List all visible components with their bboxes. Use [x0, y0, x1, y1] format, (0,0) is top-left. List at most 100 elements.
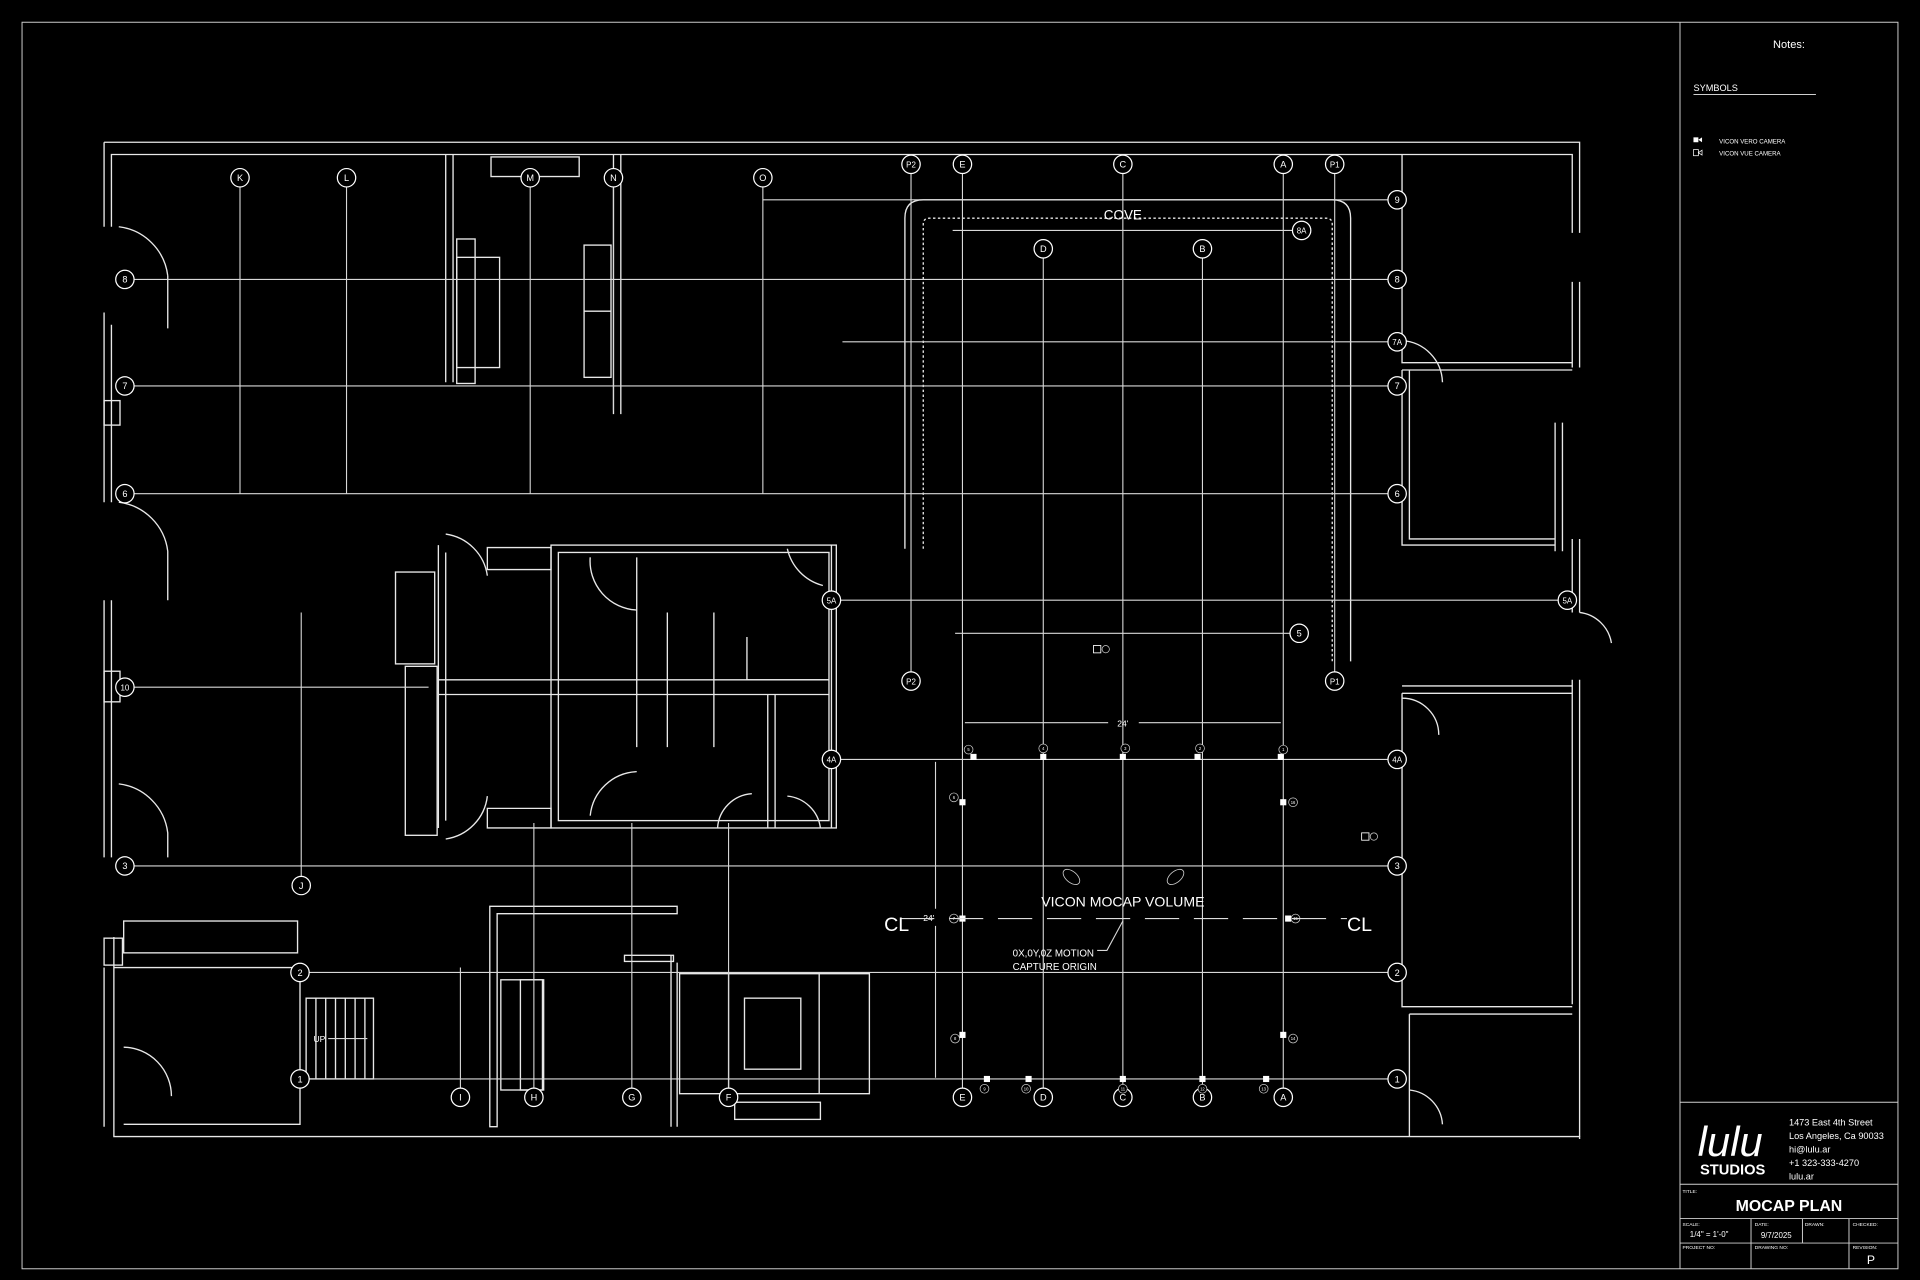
grid-label: H	[531, 1093, 538, 1103]
vicon-vero-camera-icon: 12	[1197, 1075, 1208, 1094]
notes-label: Notes:	[1773, 39, 1805, 51]
volume-label: VICON MOCAP VOLUME	[1041, 893, 1204, 909]
camera-number: 5	[967, 747, 970, 752]
grid-bubble: 8A	[1291, 220, 1312, 241]
sheet-border	[21, 21, 1899, 1270]
light-stand-icon	[1166, 868, 1185, 885]
grid-bubble: 10	[115, 677, 135, 697]
grid-bubble: 6	[115, 483, 135, 504]
dimension-width: 24'	[964, 718, 1281, 728]
grid-label: 3	[122, 861, 127, 871]
grid-label: K	[237, 173, 244, 183]
address-website: lulu.ar	[1789, 1171, 1814, 1181]
vicon-vero-camera-icon: 8	[950, 1031, 966, 1044]
grid-bubble: 7A	[1387, 332, 1407, 352]
grid-bubble: G	[622, 1087, 642, 1108]
grid-label: C	[1120, 160, 1127, 170]
grid-label: 9	[1395, 195, 1400, 205]
stair-label: UP	[313, 1034, 325, 1044]
grid-label: P1	[1330, 161, 1340, 170]
grid-label: 8A	[1297, 227, 1307, 236]
grid-bubble: 5A	[821, 590, 842, 610]
camera-number: 13	[1261, 1086, 1266, 1091]
date-value: 9/7/2025	[1761, 1231, 1792, 1240]
grid-label: 8	[1395, 275, 1400, 285]
grid-label: 1	[1395, 1074, 1400, 1084]
grid-bubble: 7	[115, 376, 135, 396]
logo-word: STUDIOS	[1700, 1162, 1765, 1178]
grid-label: 8	[122, 275, 127, 285]
grid-label: 2	[1395, 968, 1400, 978]
symbol-label: VICON VERO CAMERA	[1719, 138, 1786, 145]
grid-label: 4A	[827, 756, 837, 765]
grid-label: 5A	[827, 597, 837, 606]
grid-bubble: 5A	[1557, 590, 1578, 610]
camera-number: 1	[1282, 747, 1285, 752]
vicon-vero-camera-icon: 1	[1277, 744, 1289, 760]
scale-value: 1/4" = 1'-0"	[1690, 1230, 1729, 1239]
grid-bubble: J	[291, 875, 312, 896]
grid-label: B	[1199, 244, 1205, 254]
grid-bubble: K	[230, 167, 250, 188]
vicon-vero-camera-icon: 9	[979, 1075, 990, 1094]
camera-number: 9	[983, 1086, 986, 1091]
grid-bubble: 6	[1387, 483, 1407, 504]
grid-bubble: 1	[1387, 1069, 1407, 1089]
camera-layout: 12345678910111213141516	[949, 645, 1378, 1094]
grid-label: J	[299, 881, 304, 891]
grid-bubble: E	[952, 154, 973, 175]
grid-bubble: H	[524, 1087, 544, 1108]
origin-label: CAPTURE ORIGIN	[1013, 962, 1097, 973]
grid-bubble: 2	[1387, 962, 1407, 983]
grid-label: C	[1120, 1093, 1127, 1103]
cove-label: COVE	[1104, 207, 1142, 222]
grid-label: A	[1280, 1093, 1287, 1103]
grid-bubble: D	[1033, 238, 1054, 259]
grid-bubble: A	[1273, 1087, 1294, 1108]
light-stand-icon	[1062, 868, 1081, 885]
grid-bubble: E	[952, 1087, 973, 1108]
grid-bubble: 4A	[821, 749, 842, 770]
dimension-width-text: 24'	[1117, 718, 1129, 728]
symbol-label: VICON VUE CAMERA	[1719, 151, 1781, 158]
grid-label: A	[1280, 160, 1287, 170]
drawing-no-label: DRAWING NO:	[1755, 1245, 1788, 1251]
grid-bubble: L	[336, 167, 357, 188]
address-line: Los Angeles, Ca 90033	[1789, 1131, 1884, 1141]
grid-label: 10	[120, 683, 129, 692]
grid-label: E	[959, 1093, 965, 1103]
camera-number: 4	[1042, 746, 1045, 751]
grid-bubble: 8	[1387, 269, 1407, 290]
grid-label: 2	[297, 968, 302, 978]
title-label: TITLE:	[1682, 1189, 1697, 1195]
grid-label: D	[1040, 244, 1047, 254]
grid-bubble: 7	[1387, 376, 1407, 396]
grid-label: P2	[906, 677, 916, 686]
grid-bubble: 8	[115, 269, 135, 290]
grid-bubble: 1	[290, 1069, 310, 1089]
camera-number: 12	[1200, 1086, 1205, 1091]
origin-leader	[1097, 920, 1124, 951]
camera-number: 3	[1124, 746, 1127, 751]
camera-number: 14	[1291, 1036, 1296, 1041]
grid-bubble: N	[603, 167, 624, 188]
grid-bubble: C	[1113, 154, 1133, 175]
camera-number: 10	[1024, 1086, 1029, 1091]
grid-bubble: 9	[1387, 189, 1407, 210]
logo-script: lulu	[1698, 1118, 1763, 1165]
grid-label: 4A	[1392, 756, 1402, 765]
grid-bubble: 3	[1387, 856, 1407, 876]
camera-number: 16	[1291, 800, 1296, 805]
grid-label: P2	[906, 161, 916, 170]
revision-value: P	[1867, 1253, 1875, 1267]
grid-label: B	[1199, 1093, 1205, 1103]
grid-label: D	[1040, 1093, 1047, 1103]
origin-label: 0X,0Y,0Z MOTION	[1013, 949, 1094, 960]
grid-label: 1	[297, 1074, 302, 1084]
drawing-title: MOCAP PLAN	[1736, 1198, 1843, 1215]
camera-number: 2	[1199, 746, 1202, 751]
grid-bubble: D	[1033, 1087, 1054, 1108]
camera-number: 6	[953, 795, 956, 800]
